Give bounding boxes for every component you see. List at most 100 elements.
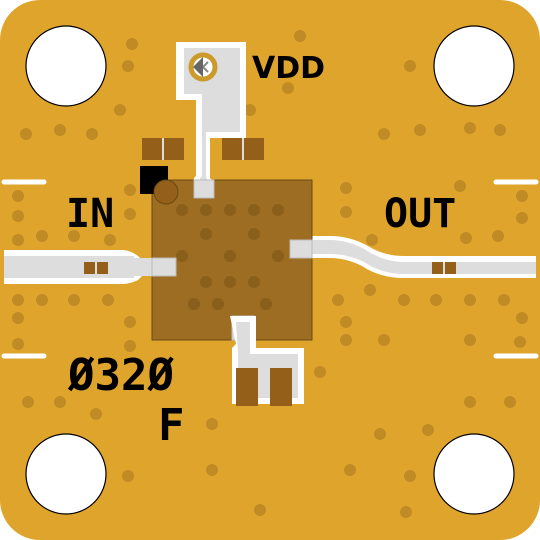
via — [464, 122, 476, 134]
via — [12, 210, 24, 222]
via — [12, 234, 24, 246]
die-via — [224, 250, 236, 262]
via — [124, 340, 136, 352]
die-via — [176, 204, 188, 216]
mounting-holes — [25, 25, 515, 515]
via — [68, 294, 80, 306]
die-via — [212, 298, 224, 310]
die-via — [272, 204, 284, 216]
via — [124, 184, 136, 196]
die-via — [248, 204, 260, 216]
via — [516, 212, 528, 224]
via — [364, 284, 376, 296]
via — [254, 504, 266, 516]
via — [12, 190, 24, 202]
via — [400, 506, 412, 518]
die-via — [200, 228, 212, 240]
die-via — [224, 204, 236, 216]
via — [504, 396, 516, 408]
via — [464, 396, 476, 408]
via — [414, 124, 426, 136]
part-number-label: Ø32Ø — [68, 350, 174, 401]
bottom-bias-trace — [230, 316, 304, 406]
via — [86, 128, 98, 140]
via — [374, 428, 386, 440]
via — [54, 396, 66, 408]
via — [68, 230, 80, 242]
via — [516, 190, 528, 202]
via — [494, 124, 506, 136]
via — [206, 464, 218, 476]
die-via-field — [176, 204, 284, 310]
via — [404, 470, 416, 482]
via — [378, 334, 390, 346]
via — [332, 294, 344, 306]
via — [104, 234, 116, 246]
die-via — [260, 298, 272, 310]
via — [516, 312, 528, 324]
via — [12, 312, 24, 324]
via — [378, 128, 390, 140]
die-via — [200, 204, 212, 216]
via — [498, 294, 510, 306]
die-via — [188, 298, 200, 310]
die-via — [248, 228, 260, 240]
via — [366, 234, 378, 246]
die-via — [272, 250, 284, 262]
via — [126, 38, 138, 50]
edge-cuts — [1, 179, 539, 359]
via — [314, 366, 326, 378]
via — [464, 334, 476, 346]
mounting-hole-top-left — [25, 25, 107, 107]
via — [244, 104, 256, 116]
via — [20, 128, 32, 140]
via — [492, 230, 504, 242]
via — [90, 408, 102, 420]
via — [454, 180, 466, 192]
output-trace — [290, 236, 536, 278]
via — [344, 464, 356, 476]
via — [422, 424, 434, 436]
via — [36, 230, 48, 242]
via — [398, 294, 410, 306]
die-via — [248, 276, 260, 288]
via — [282, 82, 294, 94]
input-trace — [4, 250, 176, 284]
via — [54, 124, 66, 136]
via — [340, 316, 352, 328]
via — [404, 60, 416, 72]
bias-capacitor-left — [236, 368, 258, 406]
mounting-hole-bottom-left — [25, 433, 107, 515]
via — [122, 470, 134, 482]
via — [464, 294, 476, 306]
circle-cross-icon — [188, 52, 218, 82]
via — [122, 60, 134, 72]
via — [430, 294, 442, 306]
die-via — [200, 276, 212, 288]
output-label: OUT — [384, 191, 457, 237]
via — [206, 418, 218, 430]
mounting-hole-top-right — [433, 25, 515, 107]
via — [114, 104, 126, 116]
via-field — [12, 30, 528, 518]
via — [460, 232, 472, 244]
via — [340, 206, 352, 218]
via — [12, 294, 24, 306]
via — [36, 294, 48, 306]
via — [294, 30, 306, 42]
via — [514, 336, 526, 348]
dot-icon — [153, 179, 179, 205]
bias-capacitor-right — [270, 368, 292, 406]
revision-label: F — [158, 400, 185, 451]
via — [102, 294, 114, 306]
mounting-hole-bottom-right — [433, 433, 515, 515]
via — [124, 316, 136, 328]
via — [340, 182, 352, 194]
vdd-feed — [142, 42, 264, 198]
via — [22, 396, 34, 408]
via — [340, 334, 352, 346]
die-via — [224, 276, 236, 288]
input-label: IN — [66, 191, 115, 237]
vdd-label: VDD — [252, 51, 326, 86]
